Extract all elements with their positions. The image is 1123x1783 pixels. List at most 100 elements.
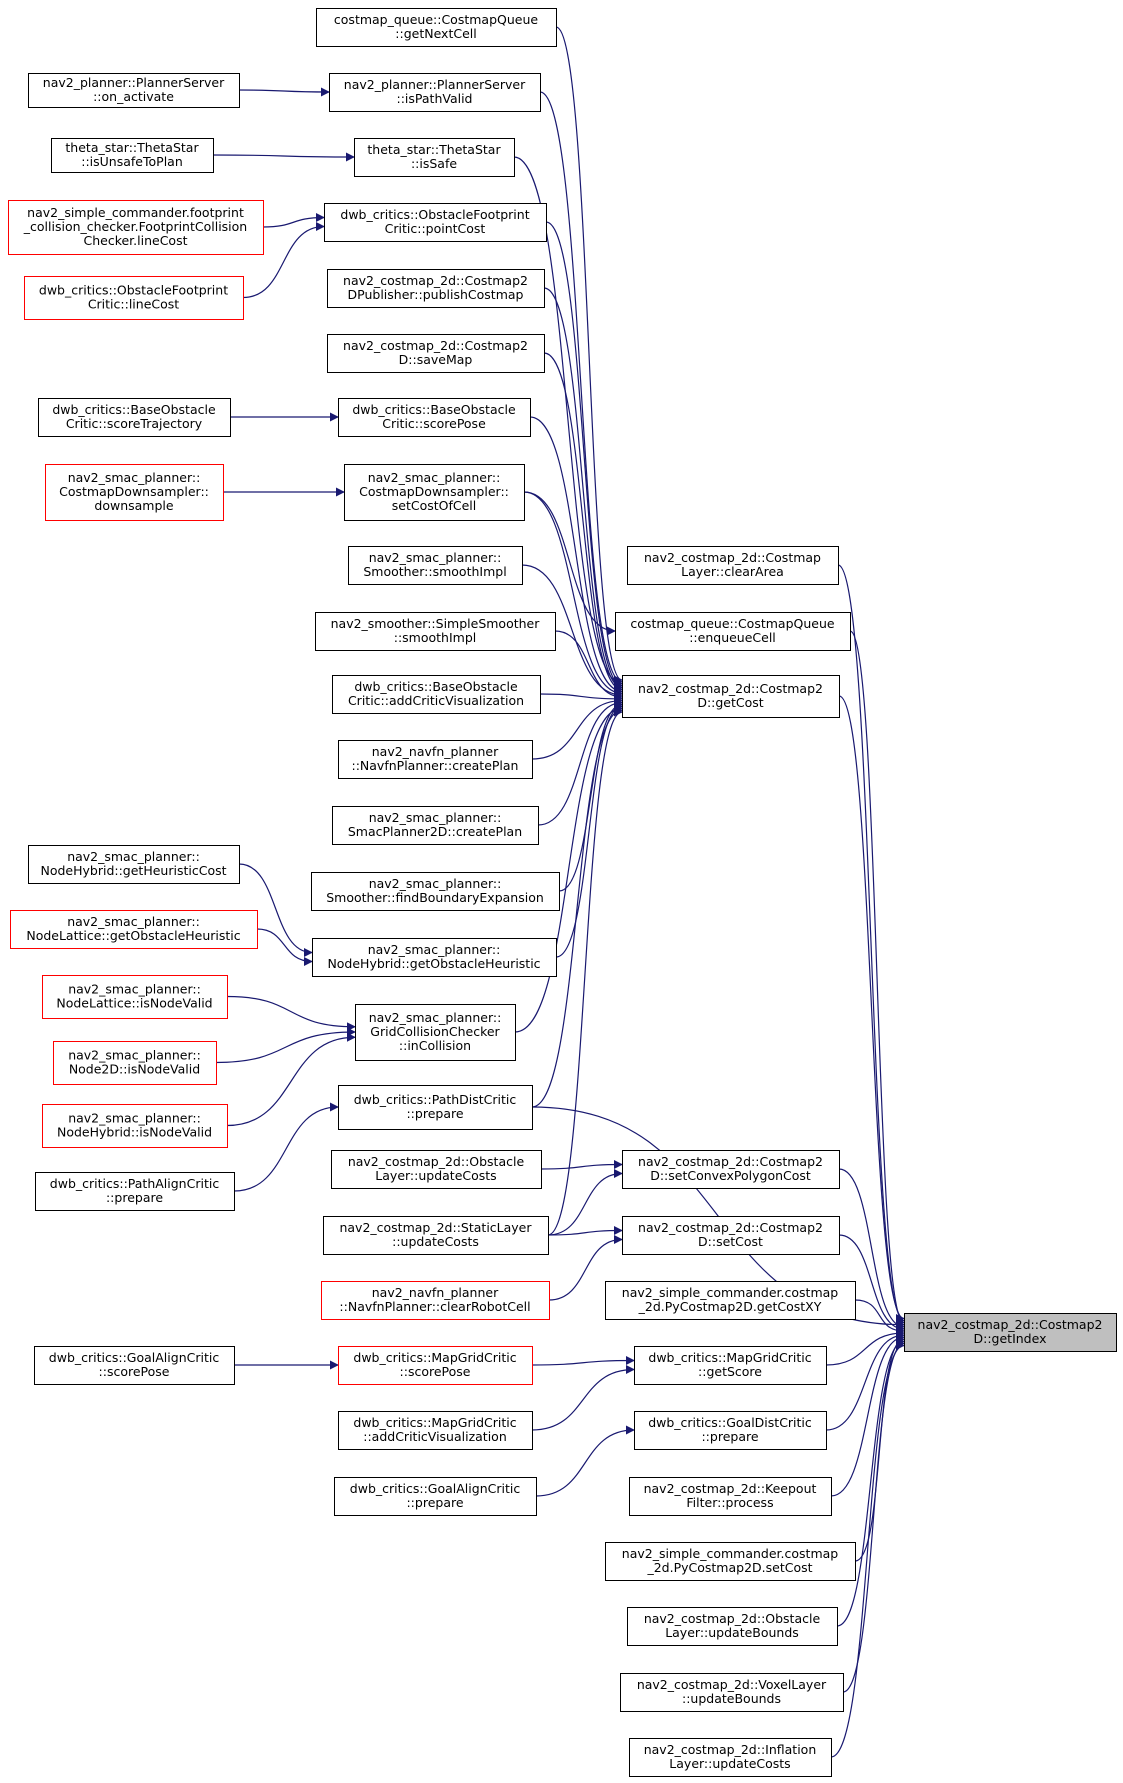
node-box[interactable] (327, 334, 545, 373)
node-box[interactable] (38, 398, 231, 437)
node-box[interactable] (338, 1346, 533, 1385)
graph-node[interactable]: dwb_critics::MapGridCritic::scorePose (338, 1346, 533, 1385)
node-box[interactable] (329, 73, 541, 112)
graph-node[interactable]: theta_star::ThetaStar::isSafe (354, 138, 515, 177)
graph-node[interactable]: dwb_critics::GoalDistCritic::prepare (634, 1411, 827, 1450)
node-box[interactable] (311, 872, 560, 911)
graph-node[interactable]: nav2_costmap_2d::Costmap2D::setConvexPol… (622, 1150, 840, 1189)
node-box[interactable] (634, 1411, 827, 1450)
node-box[interactable] (348, 546, 523, 585)
graph-node[interactable]: nav2_simple_commander.footprint_collisio… (8, 200, 264, 255)
graph-node[interactable]: nav2_simple_commander.costmap_2d.PyCostm… (605, 1542, 856, 1581)
node-box[interactable] (51, 138, 214, 173)
graph-node[interactable]: nav2_costmap_2d::ObstacleLayer::updateBo… (627, 1607, 838, 1646)
graph-node[interactable]: dwb_critics::ObstacleFootprintCritic::po… (324, 203, 547, 242)
graph-node[interactable]: nav2_planner::PlannerServer::on_activate (28, 73, 240, 108)
node-box[interactable] (344, 464, 525, 521)
graph-node[interactable]: nav2_smac_planner::NodeLattice::getObsta… (10, 910, 258, 949)
graph-node[interactable]: nav2_smac_planner::CostmapDownsampler::d… (45, 464, 224, 521)
graph-node[interactable]: nav2_smac_planner::CostmapDownsampler::s… (344, 464, 525, 521)
node-box[interactable] (634, 1346, 827, 1385)
node-box[interactable] (331, 1150, 542, 1189)
graph-node[interactable]: nav2_smoother::SimpleSmoother::smoothImp… (315, 612, 556, 651)
node-box[interactable] (42, 1104, 228, 1148)
node-box[interactable] (627, 1607, 838, 1646)
node-box[interactable] (605, 1542, 856, 1581)
graph-node[interactable]: dwb_critics::GoalAlignCritic::prepare (334, 1477, 537, 1516)
graph-node[interactable]: nav2_smac_planner::SmacPlanner2D::create… (332, 806, 539, 845)
node-box[interactable] (321, 1281, 550, 1320)
graph-node[interactable]: dwb_critics::GoalAlignCritic::scorePose (34, 1346, 235, 1385)
node-box[interactable] (620, 1673, 844, 1712)
node-box[interactable] (28, 845, 240, 884)
graph-node[interactable]: nav2_navfn_planner::NavfnPlanner::create… (338, 740, 533, 779)
node-box[interactable] (338, 1085, 533, 1130)
graph-node[interactable]: theta_star::ThetaStar::isUnsafeToPlan (51, 138, 214, 173)
graph-node[interactable]: nav2_costmap_2d::Costmap2DPublisher::pub… (327, 269, 545, 308)
graph-node[interactable]: nav2_costmap_2d::StaticLayer::updateCost… (323, 1216, 549, 1255)
node-box[interactable] (327, 269, 545, 308)
node-box[interactable] (323, 1216, 549, 1255)
node-box[interactable] (24, 276, 244, 320)
node-box[interactable] (316, 8, 557, 47)
node-box[interactable] (45, 464, 224, 521)
node-box[interactable] (42, 975, 228, 1019)
graph-node[interactable]: nav2_smac_planner::NodeHybrid::isNodeVal… (42, 1104, 228, 1148)
graph-node[interactable]: dwb_critics::BaseObstacleCritic::scorePo… (338, 398, 531, 437)
node-box[interactable] (629, 1477, 832, 1516)
graph-node[interactable]: dwb_critics::BaseObstacleCritic::addCrit… (332, 675, 541, 714)
node-box[interactable] (338, 398, 531, 437)
graph-node[interactable]: costmap_queue::CostmapQueue::enqueueCell (615, 612, 851, 651)
node-box[interactable] (315, 612, 556, 651)
node-box[interactable] (622, 1150, 840, 1189)
node-box[interactable] (312, 938, 557, 977)
graph-node[interactable]: nav2_costmap_2d::ObstacleLayer::updateCo… (331, 1150, 542, 1189)
node-box[interactable] (334, 1477, 537, 1516)
node-box[interactable] (622, 675, 840, 718)
node-box[interactable] (615, 612, 851, 651)
node-box[interactable] (8, 200, 264, 255)
graph-node[interactable]: dwb_critics::PathDistCritic::prepare (338, 1085, 533, 1130)
graph-node[interactable]: nav2_costmap_2d::InflationLayer::updateC… (629, 1738, 832, 1777)
node-box[interactable] (35, 1172, 235, 1211)
node-box[interactable] (338, 1411, 533, 1450)
node-box[interactable] (53, 1041, 217, 1085)
graph-node[interactable]: nav2_smac_planner::Node2D::isNodeValid (53, 1041, 217, 1085)
graph-node[interactable]: dwb_critics::ObstacleFootprintCritic::li… (24, 276, 244, 320)
graph-node[interactable]: nav2_smac_planner::GridCollisionChecker:… (355, 1004, 516, 1061)
node-box[interactable] (332, 806, 539, 845)
node-box[interactable] (10, 910, 258, 949)
graph-node[interactable]: costmap_queue::CostmapQueue::getNextCell (316, 8, 557, 47)
node-box[interactable] (324, 203, 547, 242)
graph-node[interactable]: nav2_planner::PlannerServer::isPathValid (329, 73, 541, 112)
graph-node[interactable]: nav2_smac_planner::NodeHybrid::getObstac… (312, 938, 557, 977)
graph-node[interactable]: nav2_costmap_2d::Costmap2D::getCost (622, 675, 840, 718)
node-box[interactable] (28, 73, 240, 108)
graph-node[interactable]: nav2_costmap_2d::VoxelLayer::updateBound… (620, 1673, 844, 1712)
root-node[interactable]: nav2_costmap_2d::Costmap2D::getIndex (904, 1313, 1117, 1352)
graph-node[interactable]: nav2_costmap_2d::Costmap2D::setCost (622, 1216, 840, 1255)
node-box[interactable] (355, 1004, 516, 1061)
node-box[interactable] (622, 1216, 840, 1255)
node-box[interactable] (332, 675, 541, 714)
node-box[interactable] (627, 546, 839, 585)
node-box[interactable] (354, 138, 515, 177)
graph-node[interactable]: dwb_critics::BaseObstacleCritic::scoreTr… (38, 398, 231, 437)
graph-node[interactable]: nav2_smac_planner::NodeHybrid::getHeuris… (28, 845, 240, 884)
graph-node[interactable]: dwb_critics::PathAlignCritic::prepare (35, 1172, 235, 1211)
node-box[interactable] (605, 1281, 856, 1320)
graph-node[interactable]: nav2_costmap_2d::Costmap2D::saveMap (327, 334, 545, 373)
graph-node[interactable]: nav2_smac_planner::Smoother::findBoundar… (311, 872, 560, 911)
graph-node[interactable]: nav2_simple_commander.costmap_2d.PyCostm… (605, 1281, 856, 1320)
node-box[interactable] (34, 1346, 235, 1385)
graph-node[interactable]: nav2_navfn_planner::NavfnPlanner::clearR… (321, 1281, 550, 1320)
graph-node[interactable]: dwb_critics::MapGridCritic::getScore (634, 1346, 827, 1385)
graph-node[interactable]: nav2_smac_planner::Smoother::smoothImpl (348, 546, 523, 585)
node-box[interactable] (629, 1738, 832, 1777)
graph-node[interactable]: nav2_smac_planner::NodeLattice::isNodeVa… (42, 975, 228, 1019)
graph-node[interactable]: dwb_critics::MapGridCritic::addCriticVis… (338, 1411, 533, 1450)
node-box[interactable] (338, 740, 533, 779)
node-box[interactable] (904, 1313, 1117, 1352)
